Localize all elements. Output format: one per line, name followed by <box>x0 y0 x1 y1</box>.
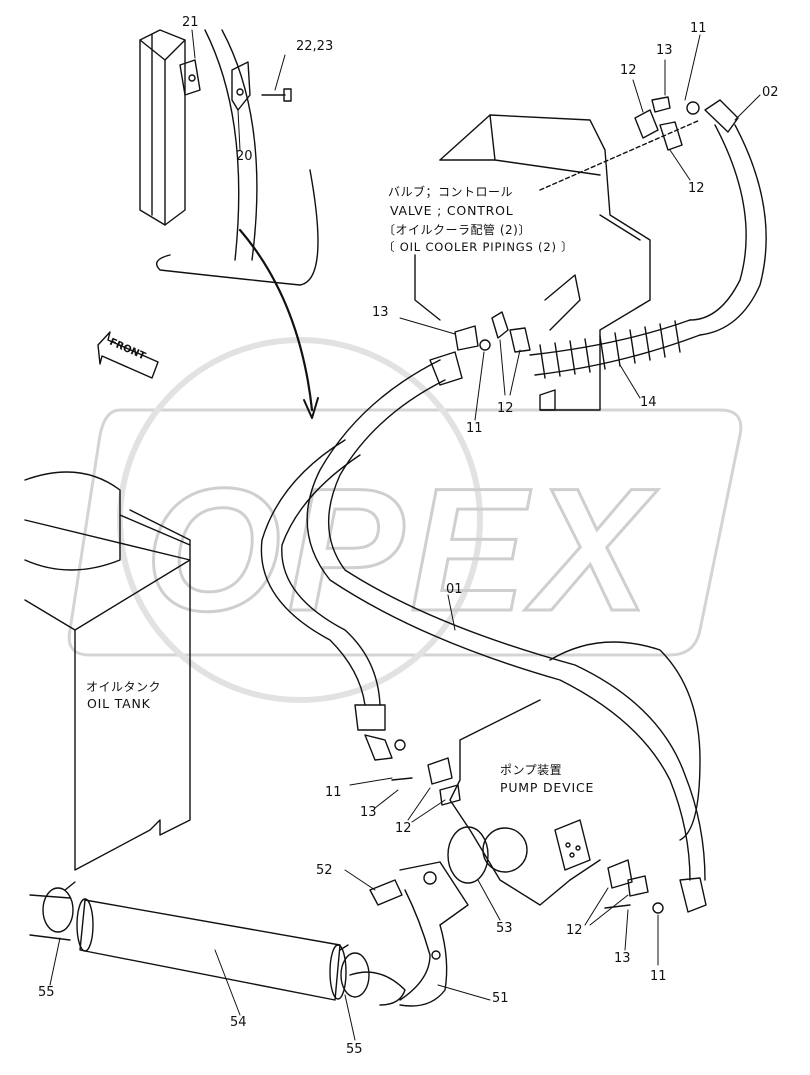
inset-detail <box>139 29 319 419</box>
part-label-11-mid: 11 <box>466 421 483 436</box>
oil-tank-label-en: OIL TANK <box>87 696 151 711</box>
valve-fittings <box>454 96 683 353</box>
part-label-11-right: 11 <box>650 969 667 984</box>
part-label-20: 20 <box>236 149 253 164</box>
pump-device-label-en: PUMP DEVICE <box>500 780 595 795</box>
control-valve-outline <box>414 114 701 411</box>
front-arrow <box>97 331 159 379</box>
part-label-02: 02 <box>762 85 779 100</box>
piping-label-en: 〔 OIL COOLER PIPINGS (2) 〕 <box>383 240 574 254</box>
oil-tank-outline <box>24 471 191 871</box>
part-label-55-left: 55 <box>38 985 55 1000</box>
part-label-13-mid: 13 <box>372 305 389 320</box>
suction-assembly <box>29 826 489 1007</box>
valve-label-en: VALVE ; CONTROL <box>390 203 514 218</box>
piping-label-jp: 〔オイルクーラ配管 (2)〕 <box>383 223 531 237</box>
part-label-12-left: 12 <box>395 821 412 836</box>
part-label-53: 53 <box>496 921 513 936</box>
hose-02 <box>686 99 767 336</box>
part-label-12-mid: 12 <box>497 401 514 416</box>
hose-01 <box>306 351 707 913</box>
part-label-14: 14 <box>640 395 657 410</box>
part-label-12-top-right: 12 <box>688 181 705 196</box>
hose-14-corrugated <box>529 319 701 379</box>
pump-device-label-jp: ポンプ装置 <box>500 763 563 777</box>
leader-lines <box>49 29 761 1041</box>
part-label-11-left: 11 <box>325 785 342 800</box>
part-label-13-right: 13 <box>614 951 631 966</box>
part-label-51: 51 <box>492 991 509 1006</box>
part-label-11-top: 11 <box>690 21 707 36</box>
part-label-54: 54 <box>230 1015 247 1030</box>
part-label-12-right: 12 <box>566 923 583 938</box>
part-label-22-23: 22,23 <box>296 39 334 54</box>
part-label-55-bottom: 55 <box>346 1042 363 1057</box>
pump-flanges <box>391 739 664 914</box>
part-label-52: 52 <box>316 863 333 878</box>
oil-tank-label-jp: オイルタンク <box>86 680 162 694</box>
pump-device-outline <box>449 641 701 906</box>
part-label-21: 21 <box>182 15 199 30</box>
hose-loop-left <box>260 439 393 761</box>
part-label-13-top: 13 <box>656 43 673 58</box>
part-label-12-top-left: 12 <box>620 63 637 78</box>
part-label-13-left: 13 <box>360 805 377 820</box>
part-label-01: 01 <box>446 582 463 597</box>
valve-label-jp: バルブ；コントロール <box>388 185 514 199</box>
